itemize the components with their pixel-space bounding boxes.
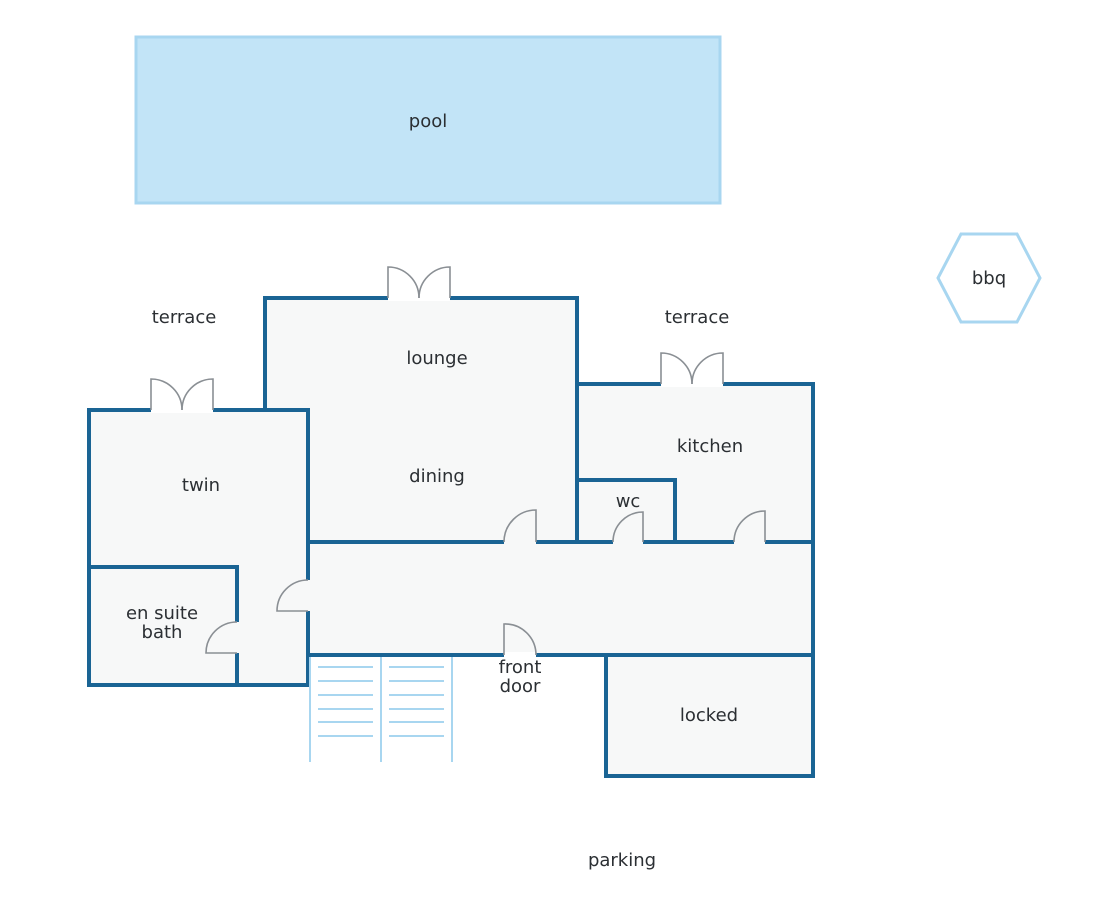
wc-label: wc bbox=[616, 491, 641, 512]
kitchen-inner-door-icon bbox=[733, 510, 766, 545]
pool-label: pool bbox=[409, 111, 447, 132]
en-suite-label-line1: en suite bbox=[126, 603, 198, 624]
front-door-label-line1: front bbox=[499, 657, 542, 678]
twin-hall-door-icon bbox=[276, 579, 311, 612]
front-door-label-line2: door bbox=[500, 676, 541, 697]
dining-door-icon bbox=[503, 509, 537, 545]
parking-label: parking bbox=[588, 850, 656, 871]
pool-area bbox=[134, 35, 722, 205]
lounge-double-door-icon bbox=[387, 266, 451, 301]
twin-label: twin bbox=[182, 475, 220, 496]
wc-room bbox=[575, 478, 677, 544]
terrace-left-label: terrace bbox=[152, 307, 217, 328]
wc-door-icon bbox=[612, 511, 644, 545]
en-suite-label-line2: bath bbox=[142, 622, 183, 643]
kitchen-label: kitchen bbox=[677, 436, 743, 457]
kitchen-double-door-icon bbox=[660, 352, 724, 387]
en-suite-door-icon bbox=[205, 621, 240, 654]
bbq-label: bbq bbox=[972, 268, 1006, 289]
lounge-dining-room bbox=[263, 296, 579, 544]
twin-double-door-icon bbox=[150, 378, 214, 413]
locked-label: locked bbox=[680, 705, 738, 726]
en-suite-bath-room bbox=[87, 565, 239, 687]
dining-label: dining bbox=[409, 466, 465, 487]
bbq-area bbox=[936, 232, 1042, 324]
locked-room bbox=[604, 653, 815, 778]
terrace-right-label: terrace bbox=[665, 307, 730, 328]
hallway bbox=[306, 540, 815, 657]
lounge-label: lounge bbox=[406, 348, 467, 369]
front-door-icon bbox=[503, 623, 537, 658]
stairs bbox=[309, 657, 453, 762]
